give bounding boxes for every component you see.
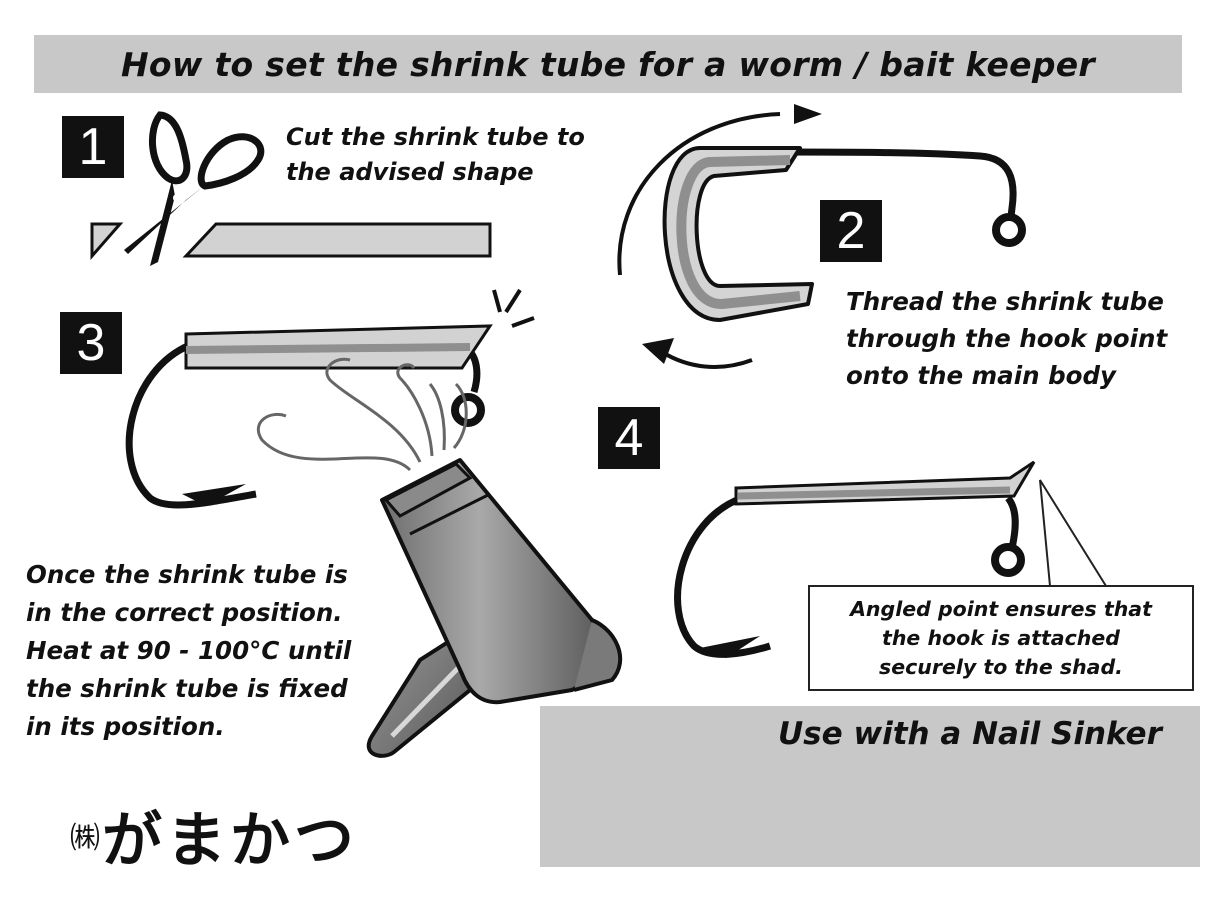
step4-hook-tube — [674, 460, 1107, 658]
heat-gun-icon — [366, 458, 623, 758]
brand-prefix: ㈱ — [70, 821, 100, 856]
step-4-badge: 4 — [598, 407, 660, 469]
step2-hook-tube — [617, 104, 1026, 369]
title-bar: How to set the shrink tube for a worm / … — [34, 35, 1182, 93]
heat-waves — [256, 357, 468, 472]
step-2-badge: 2 — [820, 200, 882, 262]
brand-name: がまかつ — [102, 805, 358, 876]
brand-logo: ㈱ がまかつ — [70, 800, 358, 876]
step3-hook-tube — [125, 288, 535, 509]
nail-sinker-panel: Use with a Nail Sinker — [540, 706, 1200, 867]
step-3-caption: Once the shrink tube is in the correct p… — [26, 560, 352, 741]
cut-shrink-tube — [90, 222, 492, 260]
step-1-caption: Cut the shrink tube to the advised shape — [286, 123, 585, 186]
step-1-badge: 1 — [62, 116, 124, 178]
step-4-callout: Angled point ensures that the hook is at… — [808, 585, 1194, 691]
page-title: How to set the shrink tube for a worm / … — [120, 44, 1095, 84]
step-4-caption: Angled point ensures that the hook is at… — [850, 596, 1152, 679]
scissors-icon — [124, 111, 265, 266]
nail-sinker-title: Use with a Nail Sinker — [778, 716, 1162, 752]
step-2-caption: Thread the shrink tube through the hook … — [846, 287, 1168, 390]
step-3-badge: 3 — [60, 312, 122, 374]
